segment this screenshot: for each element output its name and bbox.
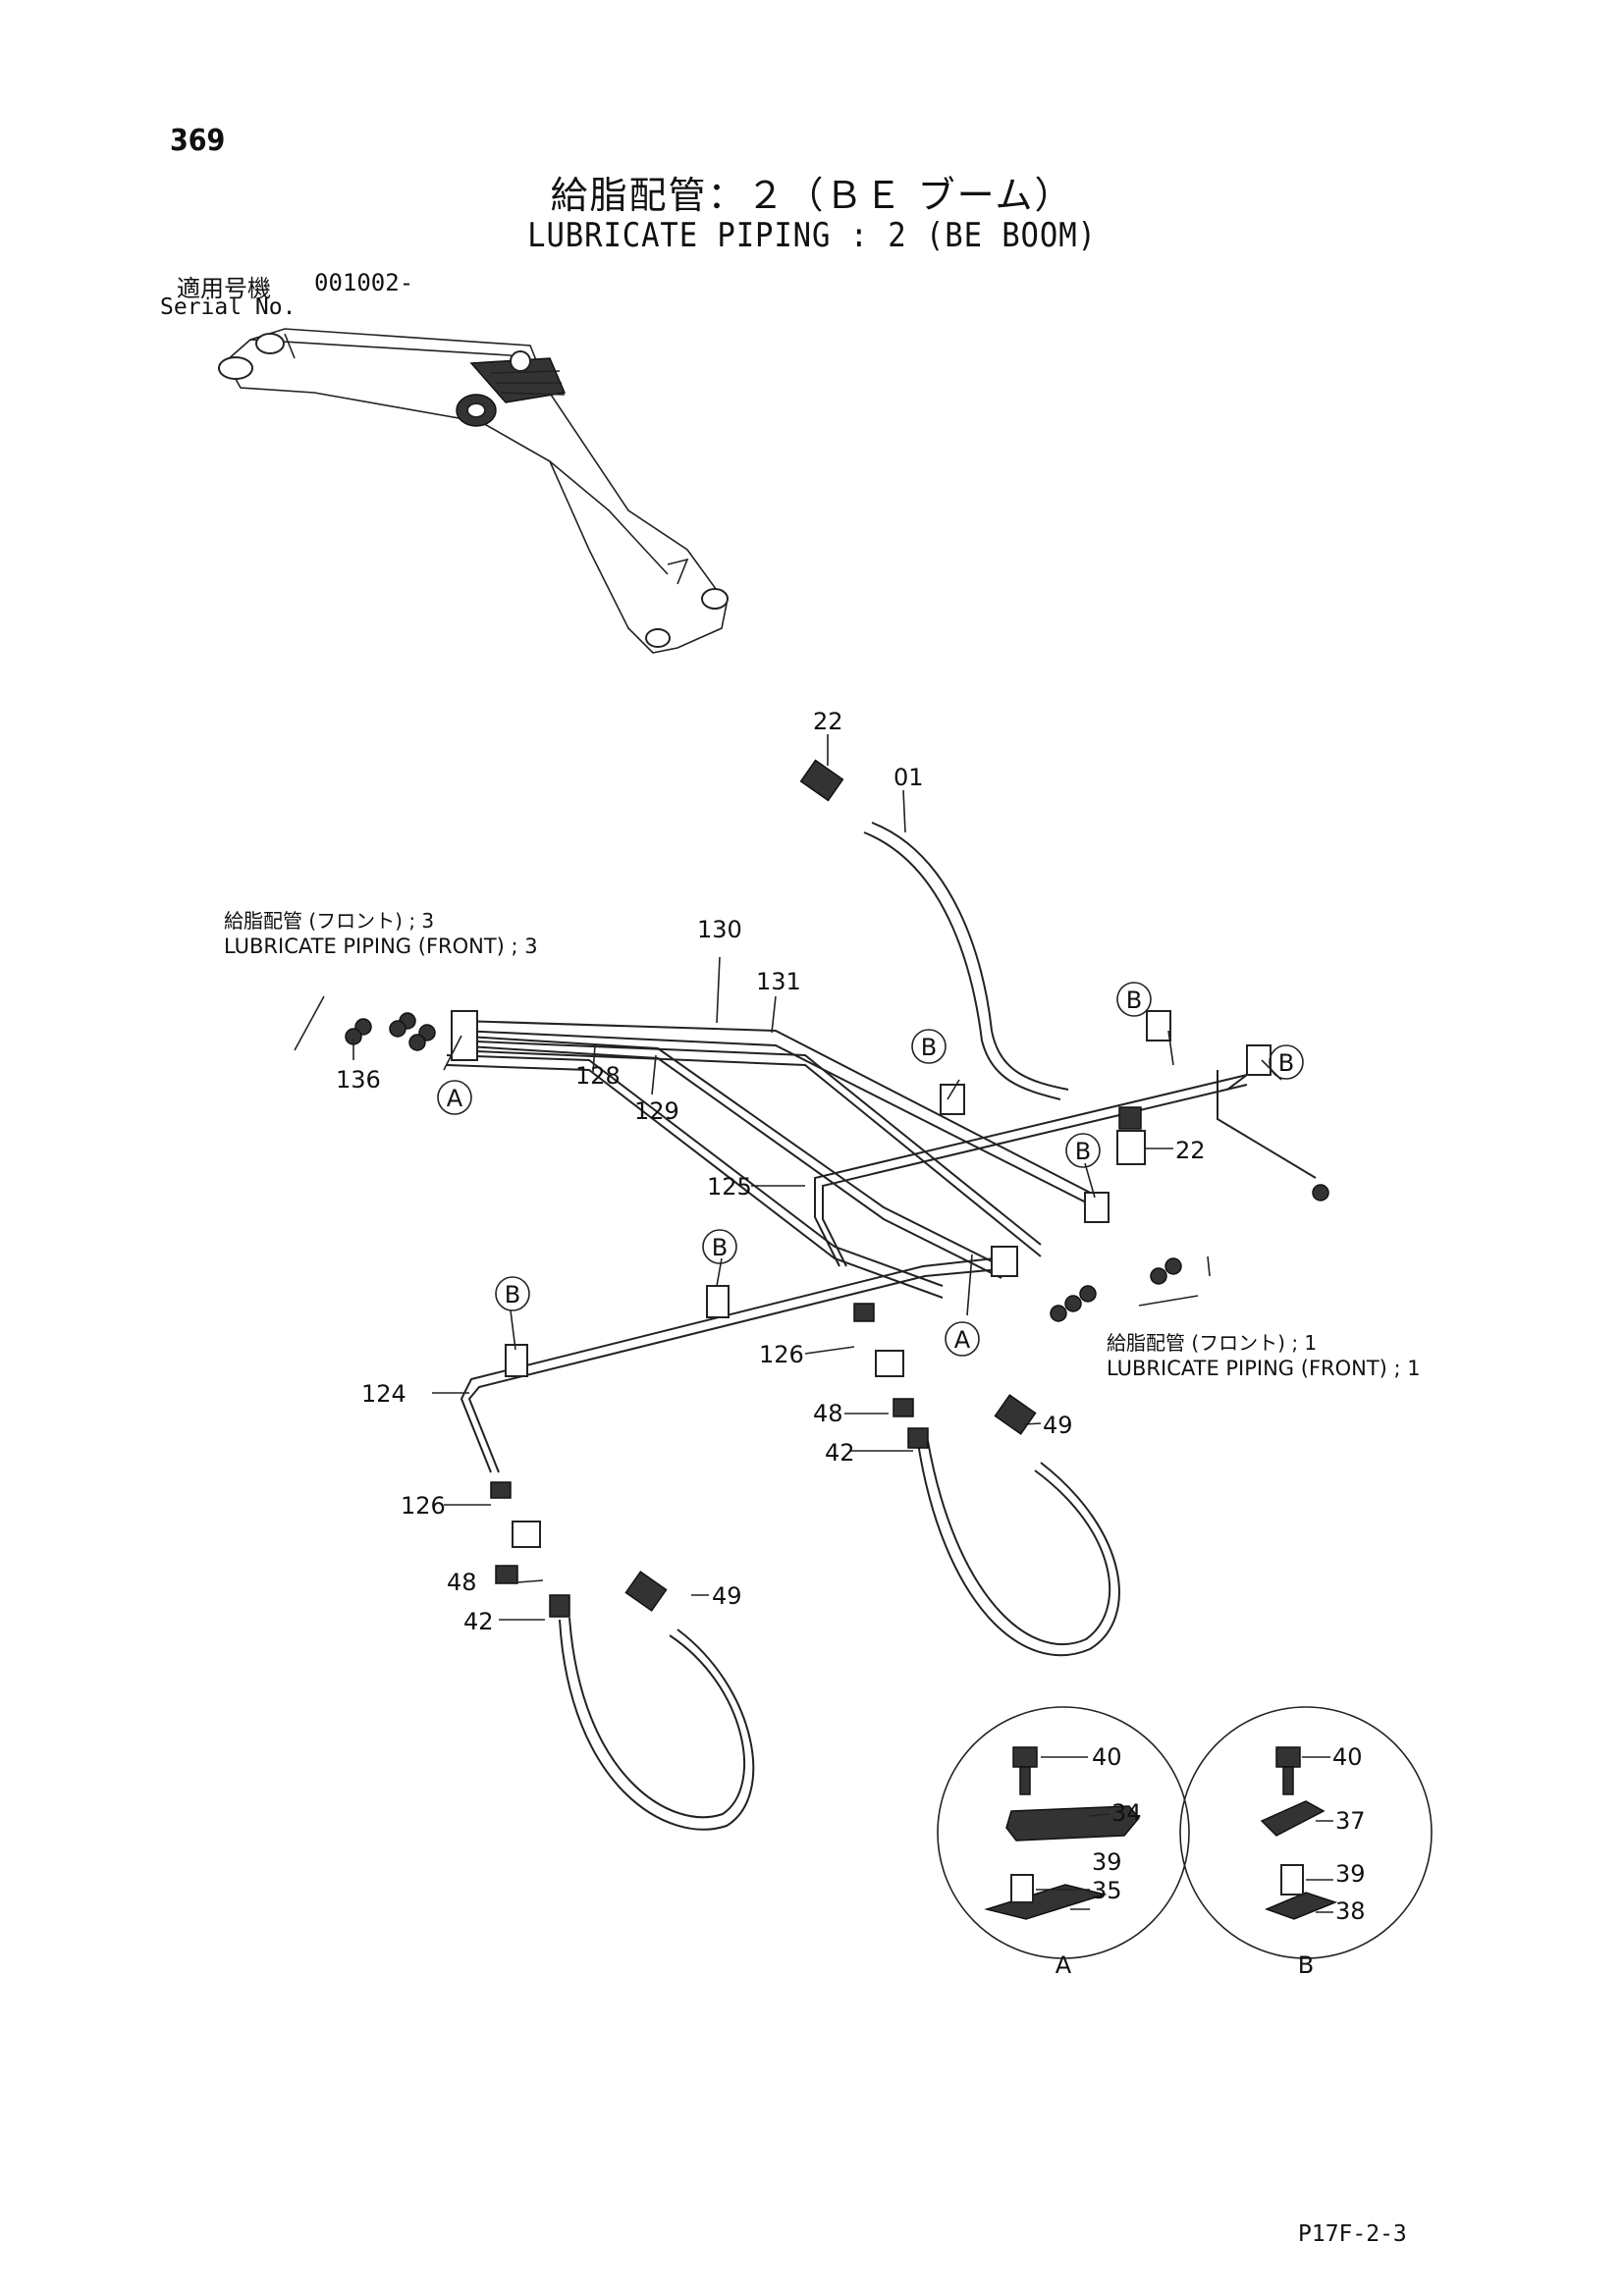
callout-48-left: 48 bbox=[447, 1569, 477, 1596]
marker-b-2: B bbox=[911, 1029, 947, 1064]
callout-128: 128 bbox=[575, 1062, 621, 1090]
marker-b-3: B bbox=[1269, 1044, 1304, 1080]
callouts: 22 01 130 131 136 128 129 22 125 126 124… bbox=[336, 708, 1366, 1979]
title-japanese: 給脂配管：２（ＢＥ ブーム） bbox=[550, 174, 1074, 217]
svg-text:A: A bbox=[954, 1326, 971, 1354]
svg-text:A: A bbox=[447, 1085, 463, 1112]
callout-37: 37 bbox=[1335, 1807, 1366, 1835]
detail-a bbox=[937, 1706, 1190, 1959]
callout-125: 125 bbox=[707, 1173, 752, 1201]
svg-text:B: B bbox=[1278, 1049, 1294, 1077]
page-number: 369 bbox=[170, 124, 226, 158]
marker-b-1: B bbox=[1116, 982, 1152, 1017]
boom-overview bbox=[218, 328, 729, 654]
footer-code: P17F-2-3 bbox=[1298, 2221, 1407, 2247]
detail-b bbox=[1179, 1706, 1433, 1959]
callout-42-left: 42 bbox=[463, 1608, 494, 1635]
marker-b-4: B bbox=[1065, 1133, 1101, 1168]
callout-48-center: 48 bbox=[813, 1400, 843, 1427]
callout-01: 01 bbox=[893, 764, 924, 791]
reference-front1-japanese: 給脂配管 (フロント) ; 1 bbox=[1107, 1331, 1318, 1355]
reference-front3-english: LUBRICATE PIPING (FRONT) ; 3 bbox=[224, 934, 538, 958]
callout-40-b: 40 bbox=[1332, 1743, 1363, 1771]
callout-38: 38 bbox=[1335, 1897, 1366, 1925]
marker-b-5: B bbox=[702, 1229, 737, 1264]
lubricate-pipes bbox=[294, 759, 1329, 1831]
callout-40-a: 40 bbox=[1092, 1743, 1122, 1771]
callout-39-a: 39 bbox=[1092, 1848, 1122, 1876]
marker-a-2: A bbox=[945, 1321, 980, 1357]
callout-136: 136 bbox=[336, 1066, 381, 1094]
reference-front1-english: LUBRICATE PIPING (FRONT) ; 1 bbox=[1107, 1357, 1421, 1380]
serial-number: 001002- bbox=[314, 269, 414, 296]
callout-129: 129 bbox=[634, 1097, 679, 1125]
svg-text:B: B bbox=[921, 1034, 937, 1061]
callout-131: 131 bbox=[756, 968, 801, 995]
callout-124: 124 bbox=[361, 1380, 406, 1408]
callout-126-left: 126 bbox=[401, 1492, 446, 1520]
callout-35: 35 bbox=[1092, 1877, 1122, 1904]
callout-22-top: 22 bbox=[813, 708, 843, 735]
callout-42-center: 42 bbox=[825, 1439, 855, 1467]
serial-label-japanese: 適用号機 bbox=[177, 275, 271, 302]
svg-text:B: B bbox=[505, 1281, 520, 1308]
callout-130: 130 bbox=[697, 916, 742, 943]
callout-49-left: 49 bbox=[712, 1582, 742, 1610]
callout-49-right: 49 bbox=[1043, 1412, 1073, 1439]
svg-text:B: B bbox=[1075, 1138, 1091, 1165]
callout-126-center: 126 bbox=[759, 1341, 804, 1368]
leader-lines bbox=[352, 734, 1282, 1621]
detail-label-b: B bbox=[1298, 1951, 1314, 1979]
detail-label-a: A bbox=[1056, 1951, 1072, 1979]
marker-a-1: A bbox=[437, 1080, 472, 1115]
title-english: LUBRICATE PIPING : 2 (BE BOOM) bbox=[527, 216, 1097, 255]
reference-front3-japanese: 給脂配管 (フロント) ; 3 bbox=[224, 909, 435, 933]
marker-b-6: B bbox=[495, 1276, 530, 1311]
callout-34: 34 bbox=[1111, 1799, 1142, 1827]
svg-text:B: B bbox=[712, 1234, 728, 1261]
serial-label-english: Serial No. bbox=[160, 294, 297, 320]
callout-39-b: 39 bbox=[1335, 1860, 1366, 1888]
callout-22-right: 22 bbox=[1175, 1137, 1206, 1164]
svg-text:B: B bbox=[1126, 987, 1142, 1014]
